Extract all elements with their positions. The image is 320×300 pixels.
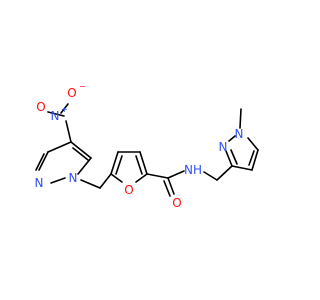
bond-pz1-c4-c5 — [70, 141, 92, 159]
bond-pz2-c3-n2 — [225, 150, 233, 167]
bond-pz1-c3-n2-double — [35, 153, 45, 171]
atom-pyrazole2-n-lower: N — [219, 140, 228, 154]
bond-pz1-c4-c5-double — [72, 147, 89, 161]
atom-nitro-o-bottom: O — [36, 100, 45, 114]
atom-pyrazole2-n-upper: N — [235, 127, 244, 141]
atom-nitro-n: N — [51, 109, 60, 123]
bond-ch2-pyrazole — [216, 165, 233, 181]
bond-furan-c5-c4-double — [115, 155, 123, 175]
bond-carbonyl-o-double — [163, 180, 171, 197]
bond-pz2-c4-c5 — [251, 149, 259, 171]
bond-pz2-c3-c4 — [231, 165, 253, 171]
bond-pz2-n1-n2 — [228, 135, 236, 142]
bond-pz2-c5-n1 — [247, 137, 259, 151]
bond-pz1-n2-n1 — [50, 177, 66, 184]
bond-n1-ch2 — [80, 179, 101, 189]
molecule-structure: O − N + O N N O O NH N N — [35, 82, 259, 210]
atom-amide-nh: NH — [184, 163, 202, 177]
atom-pyrazole1-n-right: N — [69, 171, 78, 185]
bond-nitro-n-ring — [65, 120, 72, 143]
atom-amide-o: O — [172, 196, 181, 210]
atom-nitro-o-top: O — [67, 86, 76, 100]
bond-pz2-n1-methyl — [239, 108, 242, 129]
bond-carbonyl-nh — [167, 170, 185, 179]
bond-furan-c3-c2-double — [135, 155, 143, 175]
bond-furan-carbonyl — [146, 173, 169, 179]
bond-pz2-c3-n2-double — [230, 149, 238, 165]
bond-furan-c2-o — [135, 173, 148, 183]
atom-label-layer: O − N + O N N O O NH N N — [35, 82, 244, 210]
bond-nh-ch2 — [203, 171, 218, 181]
atom-pyrazole1-n-left: N — [35, 176, 44, 190]
bond-furan-o-c5 — [110, 173, 123, 183]
atom-furan-o: O — [124, 183, 133, 197]
bond-nitro-n-o-left — [47, 111, 65, 117]
bond-pz1-c4-c3 — [47, 141, 72, 153]
bond-furan-c3-c2 — [139, 151, 148, 175]
bond-pz2-c4-c5-double — [248, 150, 255, 166]
charge-minus: − — [79, 82, 86, 91]
charge-plus: + — [61, 105, 68, 114]
bond-carbonyl-o — [167, 177, 175, 195]
bond-furan-c5-c4 — [110, 151, 119, 175]
bond-pz1-c3-n2 — [38, 151, 49, 171]
bond-pz1-c5-n1 — [77, 157, 92, 175]
bond-ch2-furan — [99, 173, 112, 189]
bond-layer — [35, 103, 259, 197]
bond-nitro-n-o-top — [60, 103, 69, 114]
